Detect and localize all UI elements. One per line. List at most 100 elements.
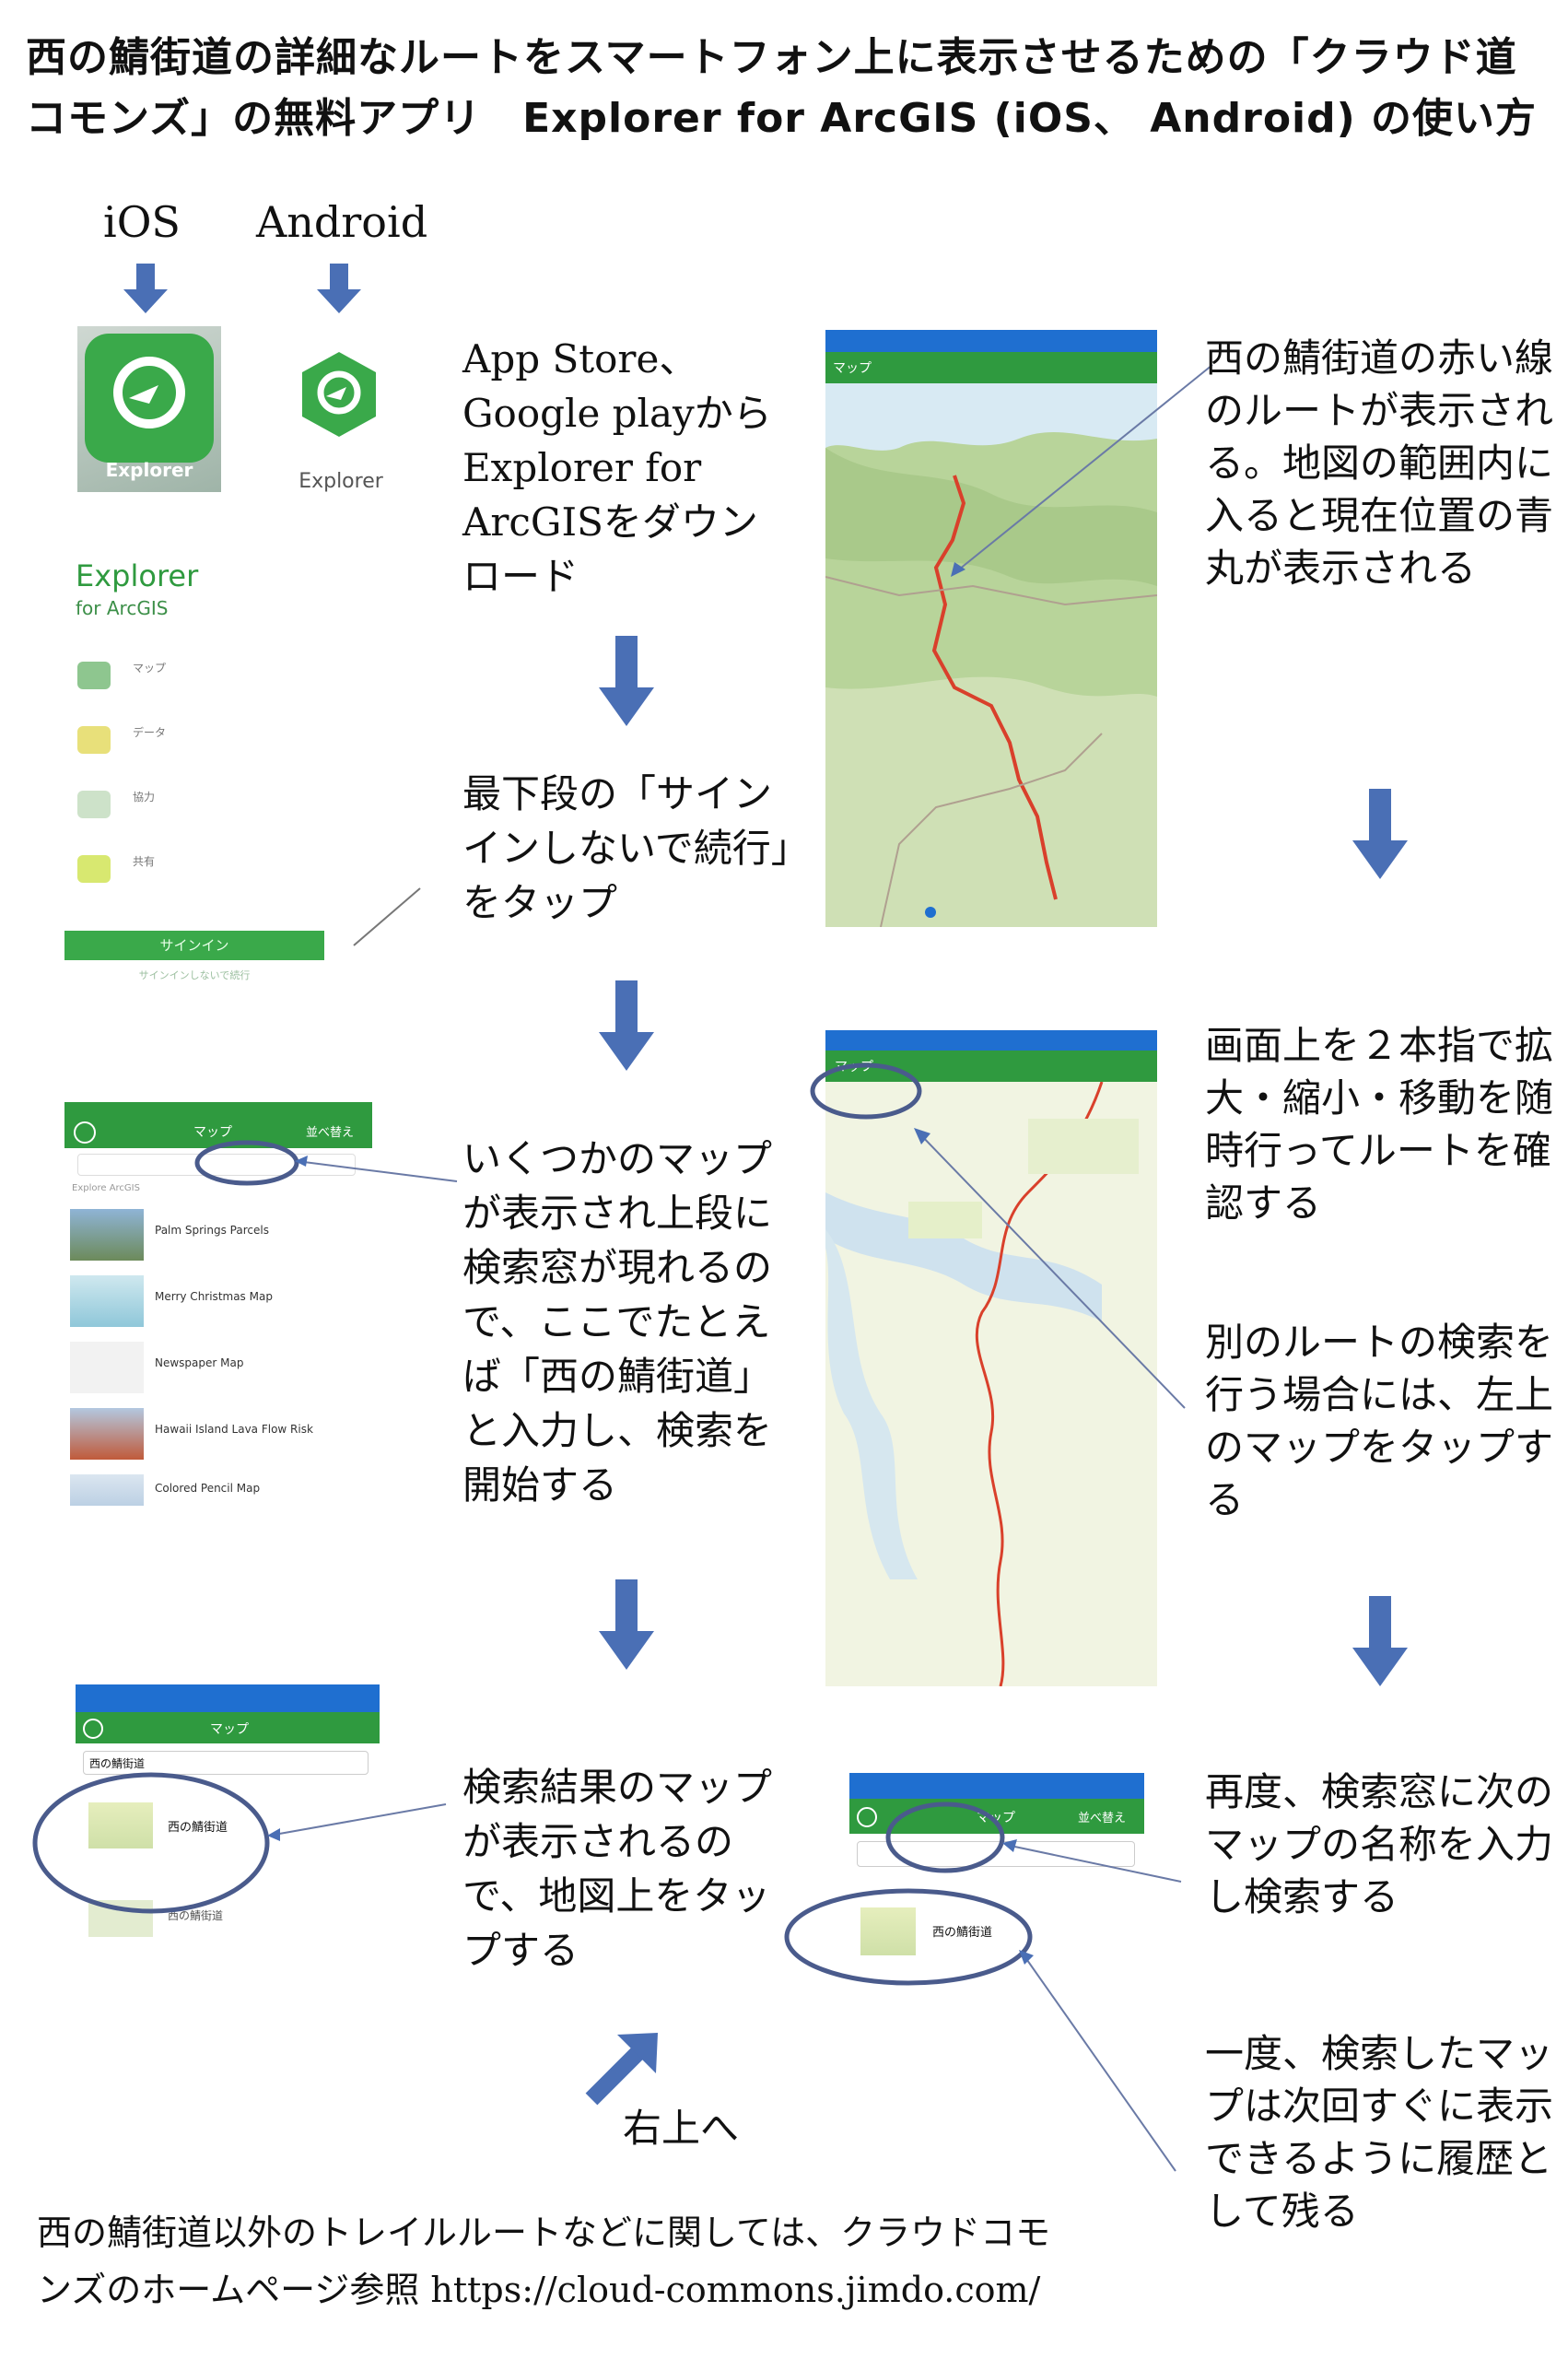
map-item-title: Hawaii Island Lava Flow Risk [155,1423,313,1436]
history-app-bar: マップ 並べ替え [849,1799,1144,1834]
search-highlight [194,1140,458,1186]
map-back-button[interactable]: マップ [833,361,872,376]
launch-logo-title: Explorer [76,558,199,593]
status-bar [64,1102,372,1113]
map-canvas[interactable] [825,1082,1157,1686]
ios-app-label: Explorer [105,459,193,481]
list-item[interactable]: Merry Christmas Map [64,1270,372,1334]
list-item[interactable]: 西の鯖街道 [849,1900,1144,1965]
step-download-text: App Store、Google playからExplorer for ArcG… [462,336,772,599]
footer-note: 西の鯖街道以外のトレイルルートなどに関しては、クラウドコモンズのホームページ参照… [37,2212,1051,2310]
launch-logo-sub: for ArcGIS [76,597,169,619]
route-pointer [951,364,1213,577]
route-line [975,1082,1104,1686]
maps-header-title: マップ [193,1125,232,1140]
result-highlight [32,1772,447,1914]
launch-feature-row: 協力 [77,781,335,837]
signin-button[interactable]: サインイン [64,931,324,960]
search-results-screen: マップ 西の鯖街道 西の鯖街道 西の鯖街道 [76,1684,380,1942]
maps-list-screen: マップ 並べ替え Explore ArcGIS Palm Springs Par… [64,1102,372,1508]
search-again-text: 再度、検索窓に次のマップの名称を入力し検索する [1205,1769,1554,1919]
sort-button[interactable]: 並べ替え [1078,1812,1127,1825]
ios-arrow-icon [120,264,171,315]
sort-button[interactable]: 並べ替え [306,1126,355,1140]
android-app-tile[interactable] [293,350,385,461]
current-location-dot [925,907,936,918]
back-button-highlight [810,1062,1186,1409]
launch-feature-row: 共有 [77,846,335,901]
skip-signin-link[interactable]: サインインしないで続行 [138,969,251,981]
pinch-zoom-text: 画面上を２本指で拡大・縮小・移動を随時行ってルートを確認する [1205,1023,1554,1226]
list-item[interactable]: 西の鯖街道 [76,1795,380,1860]
step-skip-signin-text: 最下段の「サインインしないで続行」をタップ [462,771,790,925]
launch-feature-label: 共有 [133,855,156,868]
down-arrow-icon [597,1579,656,1672]
map-thumbnail [88,1802,153,1848]
route-line [931,475,1058,900]
launch-feature-row: データ [77,717,335,772]
android-label: Android [256,197,428,247]
results-header-title: マップ [210,1722,249,1737]
ios-app-tile[interactable]: Explorer [77,326,221,492]
profile-icon[interactable] [857,1807,877,1827]
down-arrow-icon [1351,789,1410,881]
page-title: 西の鯖街道の詳細なルートをスマートフォン上に表示させるための「クラウド道コモンズ… [26,34,1538,142]
collaborate-icon [77,791,111,818]
android-arrow-icon [313,264,365,315]
route-shown-text: 西の鯖街道の赤い線のルートが表示される。地図の範囲内に入ると現在位置の青丸が表示… [1205,335,1554,591]
route-map-screen: マップ [825,330,1157,927]
profile-icon[interactable] [83,1719,103,1739]
maps-search-input[interactable] [77,1154,356,1176]
map-thumbnail [70,1474,144,1506]
step-tap-map-text: 検索結果のマップが表示されるので、地図上をタップする [462,1765,773,1973]
status-bar [849,1773,1144,1799]
zoomed-map-screen: マップ [825,1030,1157,1686]
launch-feature-list: マップ データ 協力 共有 [77,652,335,929]
results-app-bar: マップ [76,1712,380,1743]
map-item-title: Merry Christmas Map [155,1290,273,1303]
history-text: 一度、検索したマップは次回すぐに表示できるように履歴として残る [1205,2031,1554,2234]
history-screen: マップ 並べ替え 西の鯖街道 [849,1773,1144,1976]
map-thumbnail [70,1209,144,1261]
explorer-app-icon [85,334,214,463]
map-app-bar: マップ [825,352,1157,383]
history-highlights [784,1802,1182,2172]
section-heading: Explore ArcGIS [72,1183,140,1193]
map-item-title: Colored Pencil Map [155,1482,261,1495]
map-item-title: Palm Springs Parcels [155,1224,269,1237]
step-search-text: いくつかのマップが表示され上段に検索窓が現れるので、ここでたとえば「西の鯖街道」… [462,1136,773,1508]
pointer-line [353,887,421,946]
maps-app-bar: マップ 並べ替え [64,1113,372,1148]
result-title: 西の鯖街道 [168,1821,228,1835]
data-icon [77,726,111,754]
launch-screen: Explorer for ArcGIS マップ データ 協力 共有 サインイン … [64,551,341,1003]
list-item[interactable]: Colored Pencil Map [64,1469,372,1508]
profile-icon[interactable] [74,1121,96,1144]
up-right-label: 右上へ [623,2106,740,2151]
explorer-hex-icon [300,350,378,439]
list-item[interactable]: Newspaper Map [64,1336,372,1401]
launch-feature-label: マップ [133,662,167,675]
status-bar [76,1684,380,1712]
map-thumbnail [70,1275,144,1327]
history-result-title: 西の鯖街道 [932,1926,993,1940]
map-item-title: Newspaper Map [155,1356,244,1369]
up-right-arrow-icon [580,2027,663,2110]
list-item[interactable]: Palm Springs Parcels [64,1203,372,1268]
map-canvas[interactable] [825,383,1157,927]
list-item[interactable]: Hawaii Island Lava Flow Risk [64,1402,372,1467]
share-icon [77,855,111,883]
down-arrow-icon [597,636,656,728]
android-app-label: Explorer [298,470,383,493]
map-thumbnail [70,1408,144,1460]
another-route-text: 別のルートの検索を行う場合には、左上のマップをタップする [1205,1320,1554,1522]
map-icon [77,662,111,689]
down-arrow-icon [597,980,656,1073]
status-bar [825,330,1157,352]
history-search-input[interactable] [857,1841,1135,1867]
results-search-input[interactable]: 西の鯖街道 [83,1751,369,1775]
map-thumbnail [70,1342,144,1393]
status-bar [825,1030,1157,1050]
launch-feature-label: データ [133,726,167,739]
result-title: 西の鯖街道 [168,1909,224,1922]
